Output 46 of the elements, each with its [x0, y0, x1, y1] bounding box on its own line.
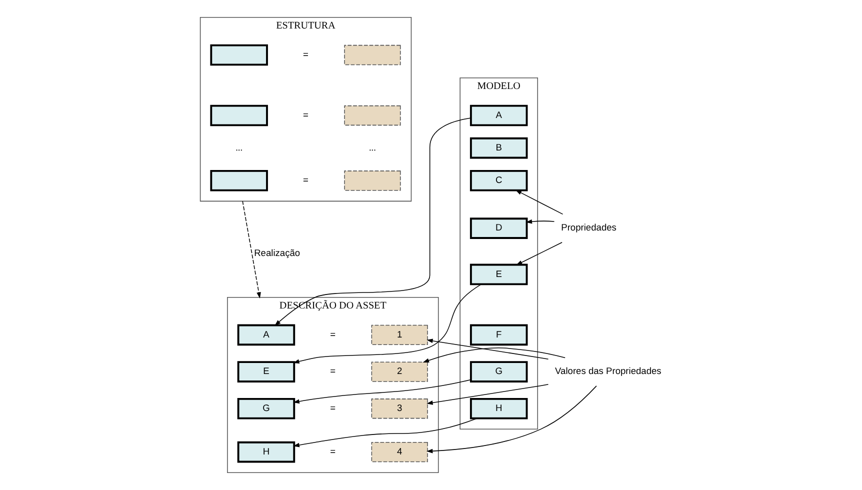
- node-box: A: [470, 104, 528, 126]
- node-box: [210, 104, 268, 126]
- label: =: [330, 329, 336, 340]
- node-box: A: [237, 324, 296, 346]
- arrow: [526, 219, 555, 224]
- label: ...: [368, 143, 376, 154]
- node-box: H: [237, 441, 296, 463]
- node-box: 2: [371, 362, 428, 382]
- arrow: [426, 386, 597, 454]
- arrow: [242, 200, 261, 298]
- node-box: [210, 44, 268, 66]
- arrow: [426, 338, 549, 360]
- label: =: [330, 403, 336, 414]
- node-box: H: [470, 398, 528, 420]
- node-box: [344, 44, 401, 66]
- node-box: G: [237, 398, 296, 420]
- arrow: [515, 190, 564, 215]
- label: =: [303, 110, 308, 120]
- arrow: [426, 384, 549, 405]
- node-box: 1: [371, 324, 428, 346]
- arrow: [293, 284, 482, 364]
- arrow: [293, 418, 478, 448]
- node-box: E: [470, 264, 528, 286]
- node-box: 3: [371, 398, 428, 419]
- node-box: D: [470, 218, 528, 239]
- arrow: [274, 118, 472, 326]
- node-box: [344, 105, 401, 126]
- label: =: [303, 175, 308, 186]
- node-box: B: [470, 137, 528, 159]
- node-box: F: [470, 324, 528, 346]
- node-box: 4: [371, 442, 428, 462]
- arrow: [293, 379, 472, 404]
- arrow: [422, 348, 566, 362]
- node-box: E: [237, 361, 296, 382]
- node-box: G: [470, 361, 528, 382]
- node-text: Propriedades: [561, 222, 616, 233]
- label: =: [330, 446, 336, 456]
- label: ...: [236, 143, 243, 154]
- node-box: C: [470, 170, 528, 192]
- arrow: [516, 242, 562, 266]
- node-text: Valores das Propriedades: [555, 366, 662, 376]
- label: =: [303, 49, 308, 60]
- edge-label: Realização: [254, 248, 300, 258]
- node-box: [210, 170, 268, 192]
- node-box: [344, 170, 401, 191]
- label: =: [330, 366, 336, 376]
